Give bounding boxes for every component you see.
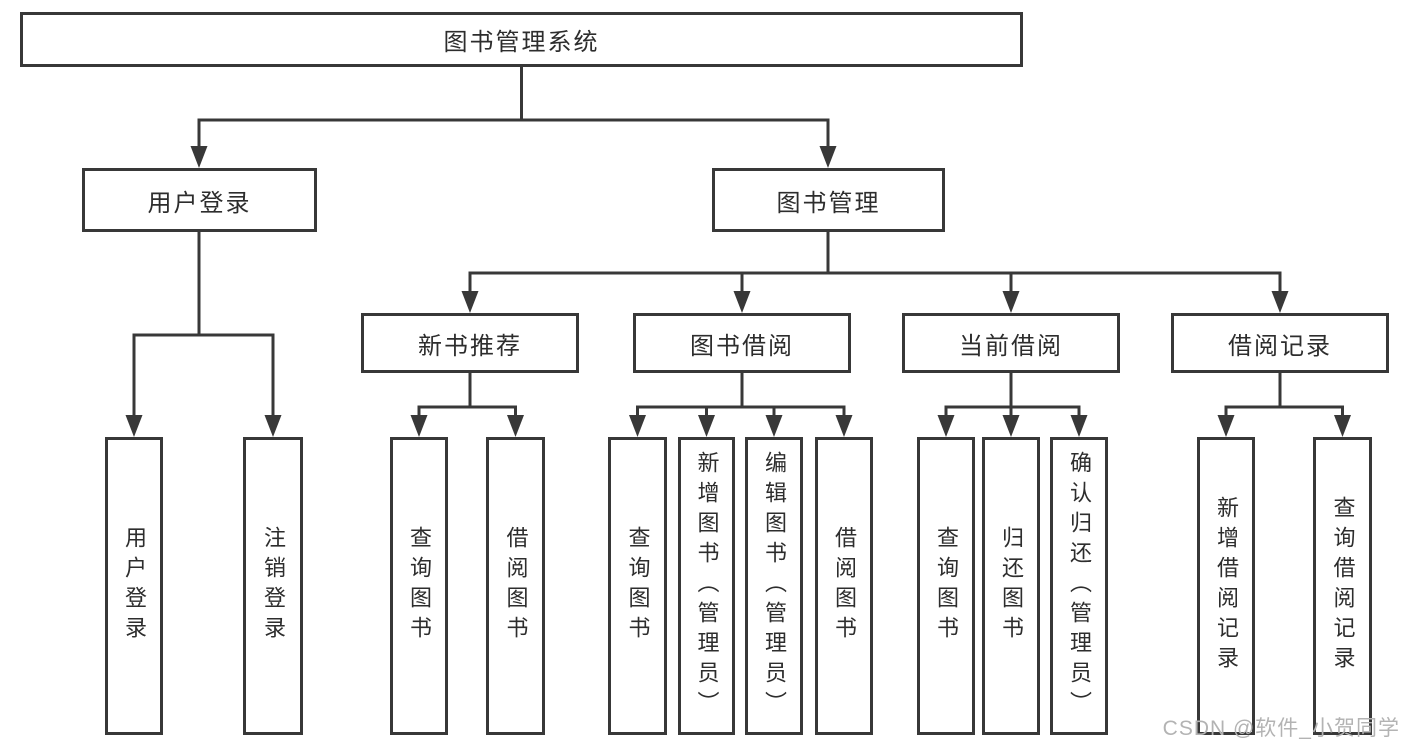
node-leaf-confirm-return-admin: 确认归还（管理员） (1050, 437, 1108, 735)
node-leaf-borrow-books: 借阅图书 (815, 437, 873, 735)
node-leaf-query-books-current: 查询图书 (917, 437, 975, 735)
arrow-down-icon (819, 146, 837, 168)
arrow-down-icon (190, 146, 208, 168)
connector-borrow-to-leaves (636, 373, 846, 419)
arrow-down-icon (733, 291, 751, 313)
arrow-down-icon (937, 415, 955, 437)
arrow-down-icon (1070, 415, 1088, 437)
arrow-down-icon (1002, 291, 1020, 313)
connector-userlogin-to-leaves (132, 232, 275, 419)
arrow-down-icon (1002, 415, 1020, 437)
node-leaf-add-borrow-record: 新增借阅记录 (1197, 437, 1255, 735)
node-user-login: 用户登录 (82, 168, 317, 232)
node-book-management: 图书管理 (712, 168, 945, 232)
node-leaf-query-borrow-record: 查询借阅记录 (1313, 437, 1372, 735)
connector-newbook-to-leaves (417, 373, 517, 419)
node-root-system: 图书管理系统 (20, 12, 1023, 67)
node-book-borrow: 图书借阅 (633, 313, 851, 373)
csdn-watermark: CSDN @软件_小贺同学 (1162, 717, 1400, 740)
connector-root-to-level2 (197, 67, 830, 148)
node-leaf-user-login: 用户登录 (105, 437, 163, 735)
arrow-down-icon (125, 415, 143, 437)
arrow-down-icon (461, 291, 479, 313)
node-leaf-return-books: 归还图书 (982, 437, 1040, 735)
node-current-borrow: 当前借阅 (902, 313, 1120, 373)
node-leaf-borrow-books-recommend: 借阅图书 (486, 437, 545, 735)
arrow-down-icon (765, 415, 783, 437)
node-leaf-edit-books-admin: 编辑图书（管理员） (745, 437, 803, 735)
connector-bookmgmt-to-level3 (468, 232, 1282, 295)
arrow-down-icon (1217, 415, 1235, 437)
arrow-down-icon (835, 415, 853, 437)
arrow-down-icon (698, 415, 715, 437)
connector-current-to-leaves (944, 373, 1081, 419)
arrow-down-icon (507, 415, 524, 437)
node-leaf-query-books-recommend: 查询图书 (390, 437, 448, 735)
connector-records-to-leaves (1224, 373, 1344, 419)
arrow-down-icon (264, 415, 282, 437)
arrow-down-icon (629, 415, 646, 437)
node-leaf-add-books-admin: 新增图书（管理员） (678, 437, 735, 735)
node-borrow-records: 借阅记录 (1171, 313, 1389, 373)
node-leaf-query-books-borrow: 查询图书 (608, 437, 667, 735)
node-new-book-recommend: 新书推荐 (361, 313, 579, 373)
node-leaf-logout: 注销登录 (243, 437, 303, 735)
arrow-down-icon (1271, 291, 1289, 313)
arrow-down-icon (410, 415, 428, 437)
arrow-down-icon (1334, 415, 1351, 437)
